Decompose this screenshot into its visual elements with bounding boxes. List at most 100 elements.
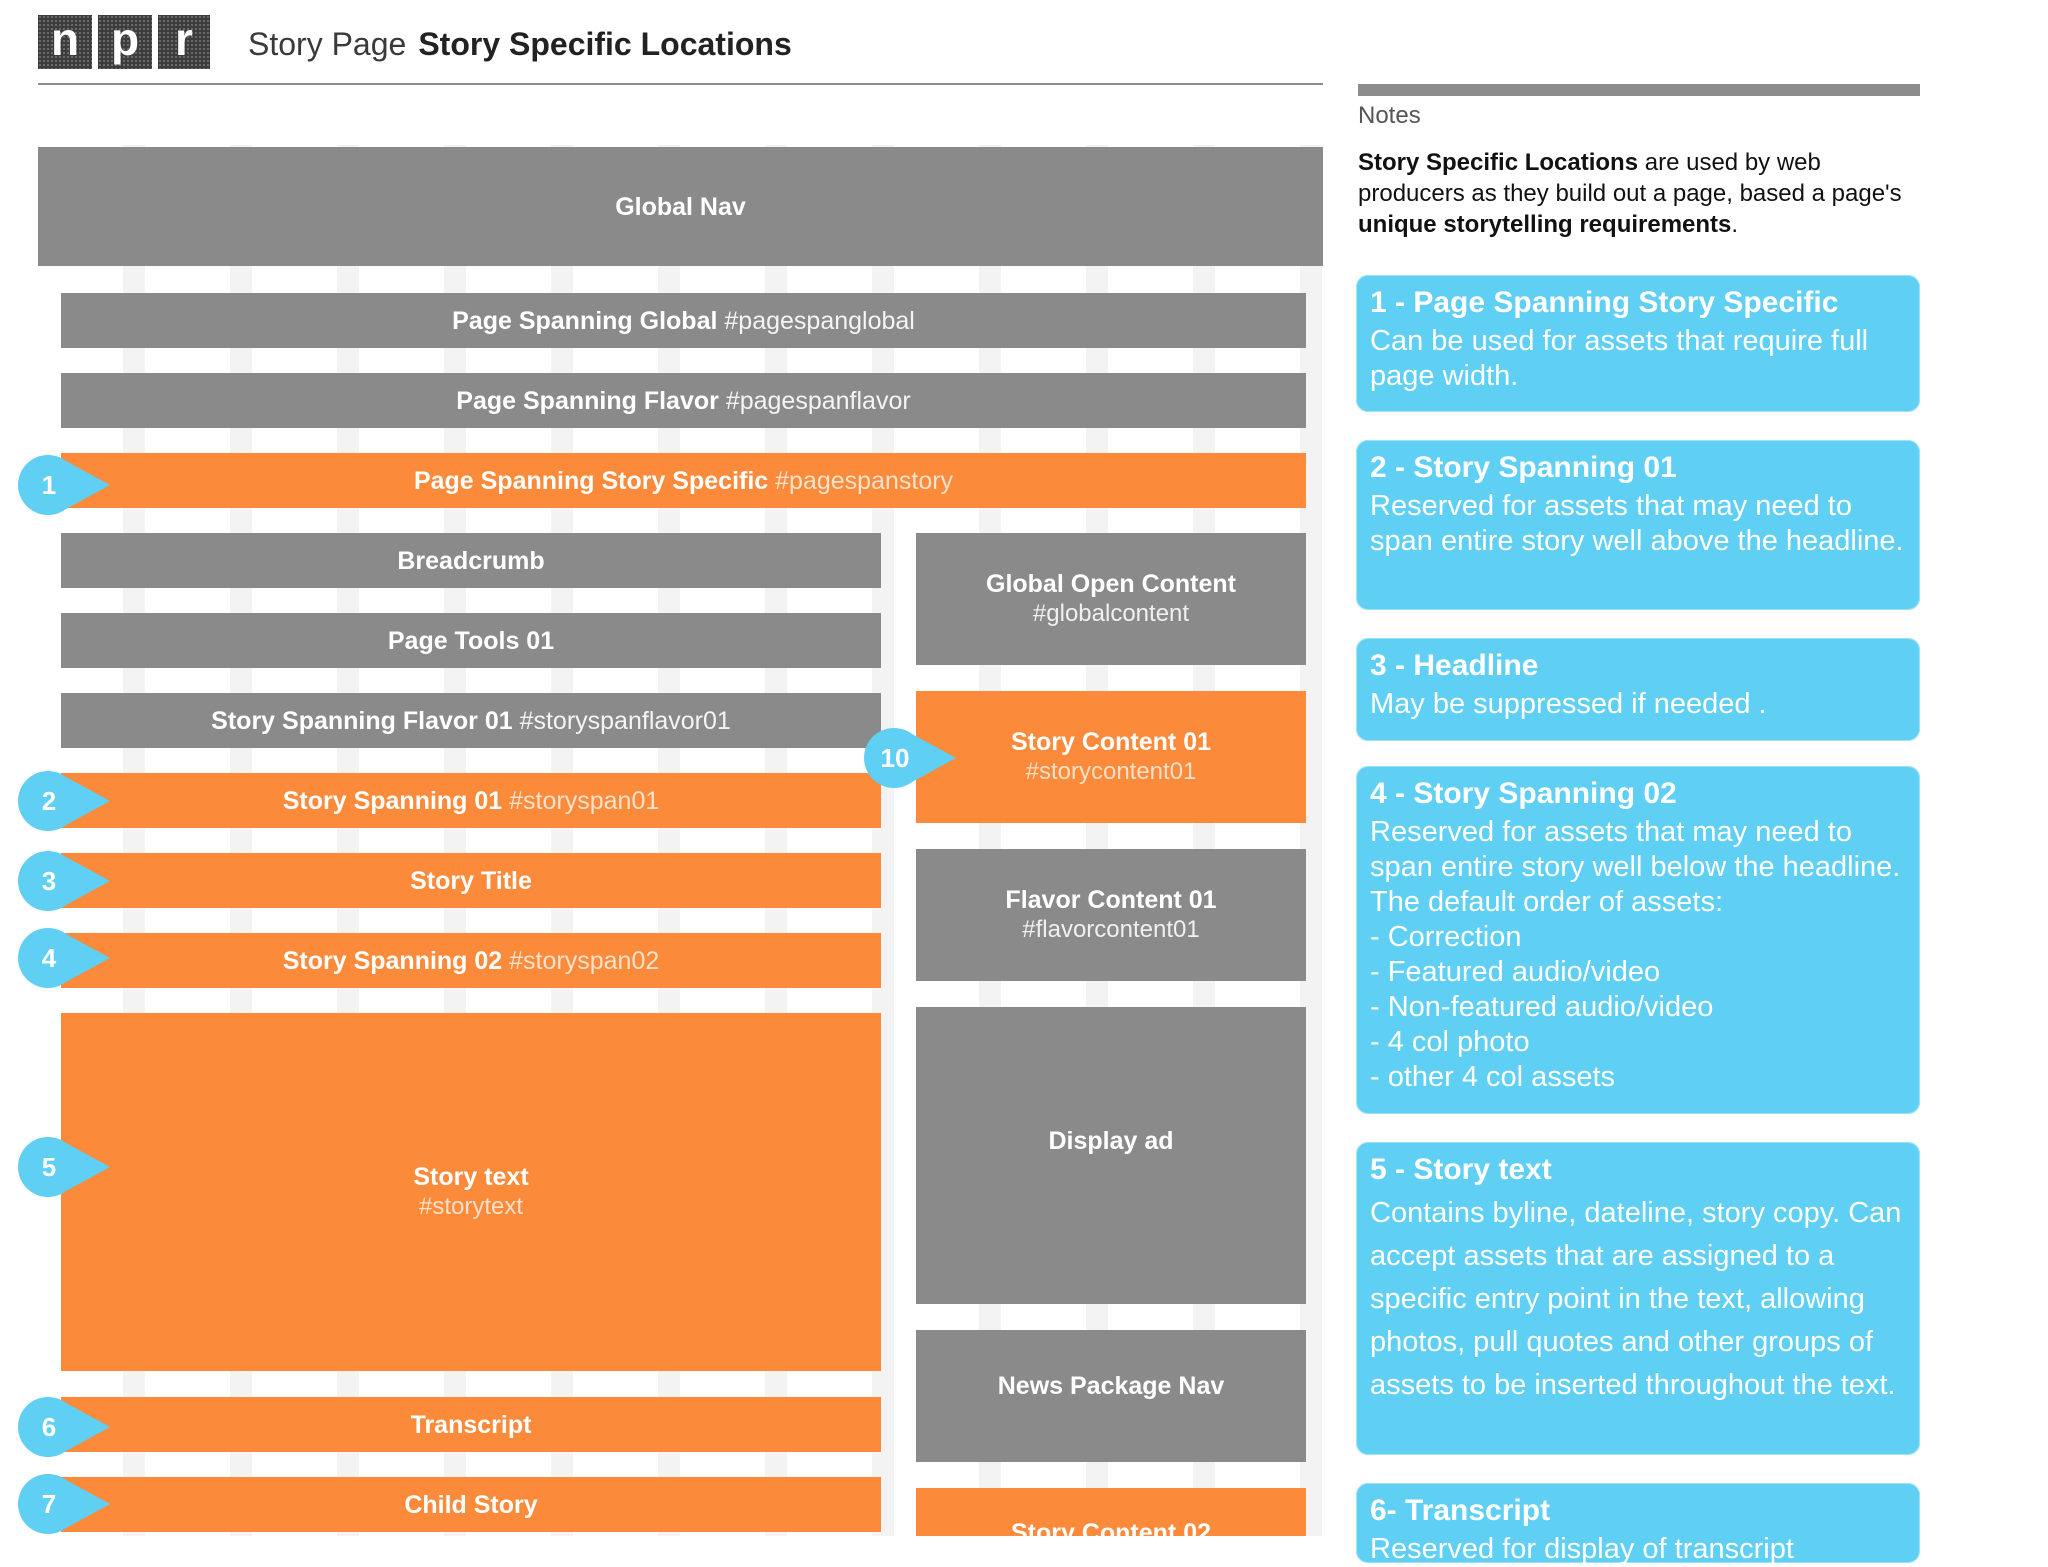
marker-1: 1 xyxy=(18,455,110,515)
note-body: Reserved for assets that may need to spa… xyxy=(1370,816,1901,918)
marker-shape xyxy=(18,1397,110,1457)
marker-shape xyxy=(18,455,110,515)
header-divider xyxy=(38,83,1323,85)
child-story-block: Child Story xyxy=(61,1477,881,1532)
marker-number: 2 xyxy=(41,785,57,816)
block-title: Global Open Content xyxy=(986,570,1236,598)
note-card-5: 5 - Story text Contains byline, dateline… xyxy=(1356,1142,1920,1455)
block-title: Page Spanning Story Specific xyxy=(413,466,769,495)
news-package-nav-block: News Package Nav xyxy=(916,1330,1306,1462)
global-nav-label: Global Nav xyxy=(615,192,746,221)
note-title: 2 - Story Spanning 01 xyxy=(1370,451,1677,484)
note-card-6: 6- Transcript Reserved for display of tr… xyxy=(1356,1483,1920,1565)
note-card-3: 3 - Headline May be suppressed if needed… xyxy=(1356,638,1920,741)
block-title: Story Content 01 xyxy=(1010,728,1212,756)
page-title: Story Page Story Specific Locations xyxy=(248,20,792,68)
npr-logo: n p r xyxy=(38,15,210,69)
list-item: - Featured audio/video xyxy=(1370,956,1661,988)
block-title: Story text xyxy=(413,1163,529,1191)
block-id: #globalcontent xyxy=(1032,600,1190,627)
marker-number: 5 xyxy=(41,1151,57,1182)
story-span-01-block: Story Spanning 01 #storyspan01 xyxy=(61,773,881,828)
intro-end: . xyxy=(1731,211,1739,238)
asset-order-list: - Correction - Featured audio/video - No… xyxy=(1370,920,1906,1095)
marker-number: 4 xyxy=(41,942,57,973)
block-title: Transcript xyxy=(410,1410,532,1439)
notes-intro: Story Specific Locations are used by web… xyxy=(1358,147,1918,240)
block-title: Page Spanning Flavor xyxy=(456,386,719,415)
logo-letter-n: n xyxy=(38,15,92,69)
block-title: News Package Nav xyxy=(997,1372,1225,1400)
block-id: #flavorcontent01 xyxy=(1022,916,1200,943)
marker-shape xyxy=(864,728,956,788)
block-title: Story Spanning 02 xyxy=(282,946,503,975)
block-id: #storyspan01 xyxy=(509,786,660,815)
marker-3: 3 xyxy=(18,851,110,911)
page-span-flavor-block: Page Spanning Flavor #pagespanflavor xyxy=(61,373,1306,428)
marker-6: 6 xyxy=(18,1397,110,1457)
story-title-block: Story Title xyxy=(61,853,881,908)
marker-7: 7 xyxy=(18,1474,110,1534)
logo-letter-r: r xyxy=(158,15,210,69)
story-content-02-block: Story Content 02 xyxy=(916,1488,1306,1536)
breadcrumb-block: Breadcrumb xyxy=(61,533,881,588)
list-item: - other 4 col assets xyxy=(1370,1061,1615,1093)
note-card-2: 2 - Story Spanning 01 Reserved for asset… xyxy=(1356,440,1920,610)
logo-letter-p: p xyxy=(98,15,152,69)
note-body: Reserved for display of transcript xyxy=(1370,1533,1794,1565)
story-text-block: Story text #storytext xyxy=(61,1013,881,1371)
note-title: 4 - Story Spanning 02 xyxy=(1370,777,1677,810)
notes-header-bar xyxy=(1358,84,1920,96)
block-id: #storycontent01 xyxy=(1025,758,1197,785)
note-title: 5 - Story text xyxy=(1370,1153,1552,1186)
page-tools-block: Page Tools 01 xyxy=(61,613,881,668)
note-body: May be suppressed if needed . xyxy=(1370,688,1767,720)
marker-number: 6 xyxy=(41,1411,57,1442)
story-span-flavor-block: Story Spanning Flavor 01 #storyspanflavo… xyxy=(61,693,881,748)
block-title: Page Tools 01 xyxy=(387,626,555,655)
block-title: Story Spanning Flavor 01 xyxy=(211,706,513,735)
page-span-global-block: Page Spanning Global #pagespanglobal xyxy=(61,293,1306,348)
list-item: - Correction xyxy=(1370,921,1522,953)
marker-number: 10 xyxy=(880,742,910,773)
block-title: Child Story xyxy=(404,1490,538,1519)
global-open-content-block: Global Open Content #globalcontent xyxy=(916,533,1306,665)
note-title: 6- Transcript xyxy=(1370,1494,1551,1527)
block-id: #storytext xyxy=(418,1193,524,1220)
marker-number: 3 xyxy=(41,865,57,896)
block-title: Breadcrumb xyxy=(397,546,545,575)
marker-number: 7 xyxy=(41,1488,57,1519)
notes-label: Notes xyxy=(1358,102,1421,129)
block-title: Display ad xyxy=(1048,1126,1174,1155)
block-title: Page Spanning Global xyxy=(452,306,718,335)
block-title: Story Spanning 01 xyxy=(282,786,503,815)
block-id: #storyspanflavor01 xyxy=(519,706,731,735)
note-body: Reserved for assets that may need to spa… xyxy=(1370,490,1904,557)
section-title: Story Specific Locations xyxy=(418,26,792,62)
note-body: Contains byline, dateline, story copy. C… xyxy=(1370,1197,1902,1401)
marker-shape xyxy=(18,928,110,988)
flavor-content-01-block: Flavor Content 01 #flavorcontent01 xyxy=(916,849,1306,981)
page-label: Story Page xyxy=(248,26,407,62)
list-item: - Non-featured audio/video xyxy=(1370,991,1714,1023)
marker-4: 4 xyxy=(18,928,110,988)
note-title: 1 - Page Spanning Story Specific xyxy=(1370,286,1839,319)
marker-number: 1 xyxy=(41,469,57,500)
block-id: #pagespanstory xyxy=(775,466,954,495)
global-nav-block: Global Nav xyxy=(38,147,1323,266)
story-span-02-block: Story Spanning 02 #storyspan02 xyxy=(61,933,881,988)
list-item: - 4 col photo xyxy=(1370,1026,1530,1058)
marker-shape xyxy=(18,851,110,911)
page-span-story-block: Page Spanning Story Specific #pagespanst… xyxy=(61,453,1306,508)
marker-10: 10 xyxy=(864,728,956,788)
block-title: Story Content 02 xyxy=(1010,1519,1212,1536)
block-title: Story Title xyxy=(410,866,532,895)
block-id: #storyspan02 xyxy=(509,946,660,975)
marker-shape xyxy=(18,771,110,831)
marker-2: 2 xyxy=(18,771,110,831)
intro-text: are used by web producers as they build … xyxy=(1358,149,1902,207)
story-content-01-block: Story Content 01 #storycontent01 xyxy=(916,691,1306,823)
block-id: #pagespanflavor xyxy=(725,386,911,415)
note-body: Can be used for assets that require full… xyxy=(1370,325,1869,392)
marker-shape xyxy=(18,1474,110,1534)
